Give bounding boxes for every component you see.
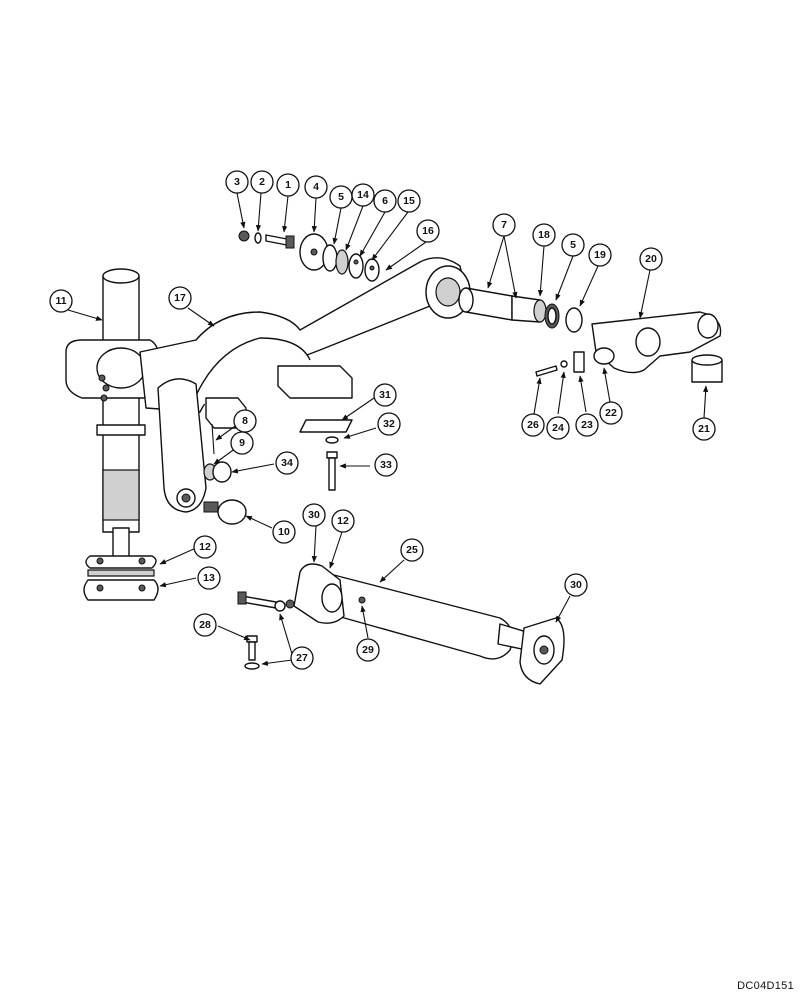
callout-21: 21 xyxy=(692,417,716,441)
svg-text:1: 1 xyxy=(285,179,291,191)
callout-22: 22 xyxy=(599,401,623,425)
callout-30: 30 xyxy=(302,503,326,527)
svg-text:22: 22 xyxy=(605,407,617,419)
svg-text:7: 7 xyxy=(501,219,507,231)
svg-text:20: 20 xyxy=(645,253,657,265)
callout-23: 23 xyxy=(575,413,599,437)
svg-text:12: 12 xyxy=(199,541,211,553)
callout-20: 20 xyxy=(639,247,663,271)
svg-text:33: 33 xyxy=(380,459,392,471)
callout-3: 3 xyxy=(225,170,249,194)
callout-25: 25 xyxy=(400,538,424,562)
swing-lever xyxy=(157,378,207,513)
svg-text:29: 29 xyxy=(362,644,374,656)
callout-2: 2 xyxy=(250,170,274,194)
svg-text:34: 34 xyxy=(281,457,293,469)
callout-33: 33 xyxy=(374,453,398,477)
callout-27: 27 xyxy=(290,646,314,670)
svg-text:26: 26 xyxy=(527,419,539,431)
swing-post xyxy=(65,268,161,561)
callout-9: 9 xyxy=(230,431,254,455)
leader-lines xyxy=(67,192,709,666)
svg-text:15: 15 xyxy=(403,195,415,207)
svg-text:17: 17 xyxy=(174,292,186,304)
callout-15: 15 xyxy=(397,189,421,213)
drawing-code-label: DC04D151 xyxy=(737,980,794,992)
screw-33-assembly xyxy=(299,419,353,491)
callout-26: 26 xyxy=(521,413,545,437)
callout-29: 29 xyxy=(356,638,380,662)
svg-text:5: 5 xyxy=(570,239,576,251)
swing-cylinder xyxy=(285,563,565,685)
callout-13: 13 xyxy=(197,566,221,590)
svg-text:18: 18 xyxy=(538,229,550,241)
callout-7: 7 xyxy=(492,213,516,237)
svg-text:4: 4 xyxy=(313,181,319,193)
boom-foot xyxy=(535,311,723,383)
svg-text:28: 28 xyxy=(199,619,211,631)
svg-text:30: 30 xyxy=(308,509,320,521)
svg-text:19: 19 xyxy=(594,249,606,261)
callout-1: 1 xyxy=(276,173,300,197)
bolts-28-27 xyxy=(237,591,286,670)
svg-text:27: 27 xyxy=(296,652,308,664)
callout-5: 5 xyxy=(329,185,353,209)
callout-11: 11 xyxy=(49,289,73,313)
svg-text:30: 30 xyxy=(570,579,582,591)
svg-text:23: 23 xyxy=(581,419,593,431)
svg-text:5: 5 xyxy=(338,191,344,203)
callout-31: 31 xyxy=(373,383,397,407)
callout-28: 28 xyxy=(193,613,217,637)
svg-text:3: 3 xyxy=(234,176,240,188)
callout-24: 24 xyxy=(546,416,570,440)
svg-text:6: 6 xyxy=(382,195,388,207)
svg-text:12: 12 xyxy=(337,515,349,527)
pin-8-bushing-10 xyxy=(203,423,247,525)
pin-hardware-top xyxy=(238,230,380,282)
callout-4: 4 xyxy=(304,175,328,199)
svg-text:21: 21 xyxy=(698,423,710,435)
svg-text:31: 31 xyxy=(379,389,391,401)
callout-30b: 30 xyxy=(564,573,588,597)
svg-text:16: 16 xyxy=(422,225,434,237)
callout-10: 10 xyxy=(272,520,296,544)
svg-text:8: 8 xyxy=(242,415,248,427)
callout-12b: 12 xyxy=(193,535,217,559)
callout-6: 6 xyxy=(373,189,397,213)
svg-text:11: 11 xyxy=(55,295,66,307)
callout-16: 16 xyxy=(416,219,440,243)
svg-text:32: 32 xyxy=(383,418,395,430)
callout-12: 12 xyxy=(331,509,355,533)
callout-5b: 5 xyxy=(561,233,585,257)
callouts: 3 2 1 4 5 14 6 15 16 7 18 5 19 20 11 17 … xyxy=(49,170,716,670)
callout-34: 34 xyxy=(275,451,299,475)
callout-14: 14 xyxy=(351,183,375,207)
callout-17: 17 xyxy=(168,286,192,310)
svg-text:14: 14 xyxy=(357,189,369,201)
callout-19: 19 xyxy=(588,243,612,267)
svg-text:2: 2 xyxy=(259,176,265,188)
callout-8: 8 xyxy=(233,409,257,433)
svg-text:24: 24 xyxy=(552,422,564,434)
svg-text:25: 25 xyxy=(406,544,418,556)
callout-18: 18 xyxy=(532,223,556,247)
svg-text:13: 13 xyxy=(203,572,215,584)
pivot-bushings xyxy=(458,287,583,333)
svg-text:9: 9 xyxy=(239,437,245,449)
svg-text:10: 10 xyxy=(278,526,290,538)
base-plates xyxy=(83,555,159,601)
callout-32: 32 xyxy=(377,412,401,436)
